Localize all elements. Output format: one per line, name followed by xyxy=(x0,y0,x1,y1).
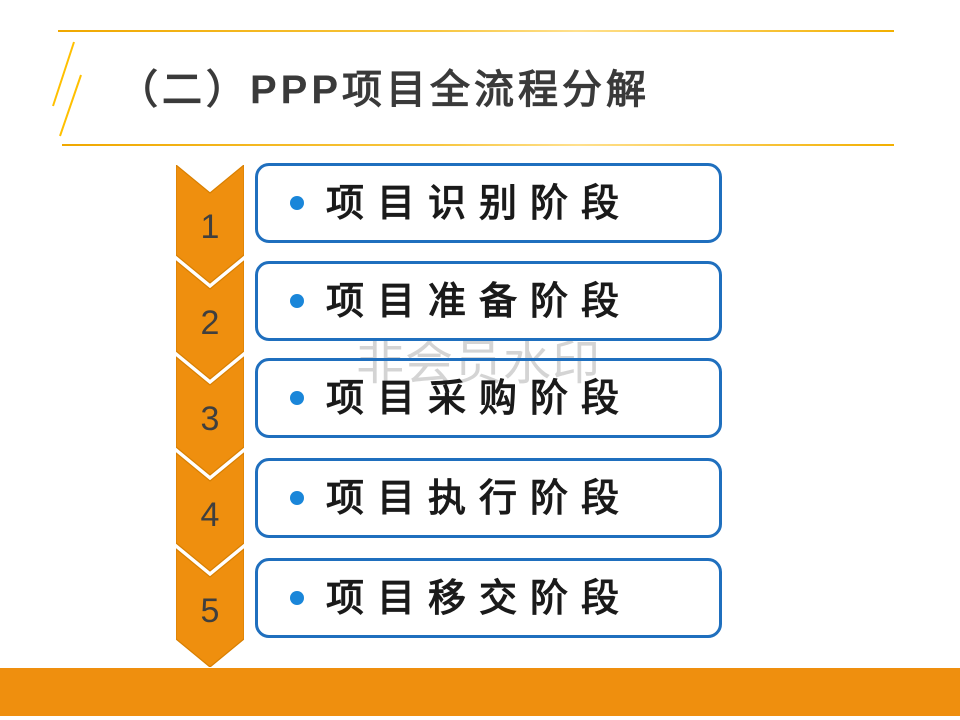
chevron-step-2 xyxy=(176,260,244,380)
page-title: （二）PPP项目全流程分解 xyxy=(118,68,651,112)
step-number-4: 4 xyxy=(201,496,220,534)
chevron-column: 1 2 3 4 5 xyxy=(176,165,244,667)
bullet-icon xyxy=(290,491,304,505)
stage-box-2: 项目准备阶段 xyxy=(255,261,722,341)
chevron-step-5 xyxy=(176,548,244,667)
header-top-rule xyxy=(58,30,894,32)
footer-accent-bar xyxy=(0,668,960,716)
bullet-icon xyxy=(290,591,304,605)
chevron-step-4 xyxy=(176,452,244,572)
step-number-2: 2 xyxy=(201,304,220,342)
stage-label-3: 项目采购阶段 xyxy=(326,378,633,420)
step-number-3: 3 xyxy=(201,400,220,438)
stage-box-1: 项目识别阶段 xyxy=(255,163,722,243)
stage-label-2: 项目准备阶段 xyxy=(326,281,633,323)
stage-label-4: 项目执行阶段 xyxy=(326,478,633,520)
stage-label-5: 项目移交阶段 xyxy=(326,578,633,620)
bullet-icon xyxy=(290,391,304,405)
stage-box-5: 项目移交阶段 xyxy=(255,558,722,638)
chevron-step-3 xyxy=(176,356,244,476)
chevron-step-1 xyxy=(176,165,244,284)
bullet-icon xyxy=(290,196,304,210)
step-number-1: 1 xyxy=(201,208,220,246)
bullet-icon xyxy=(290,294,304,308)
header-bottom-rule xyxy=(62,144,894,146)
stage-box-3: 项目采购阶段 xyxy=(255,358,722,438)
step-number-5: 5 xyxy=(201,592,220,630)
stage-label-1: 项目识别阶段 xyxy=(326,183,633,225)
slash-decoration-icon xyxy=(52,41,82,137)
watermark-text: 非会员水印 xyxy=(356,337,602,390)
stage-box-4: 项目执行阶段 xyxy=(255,458,722,538)
